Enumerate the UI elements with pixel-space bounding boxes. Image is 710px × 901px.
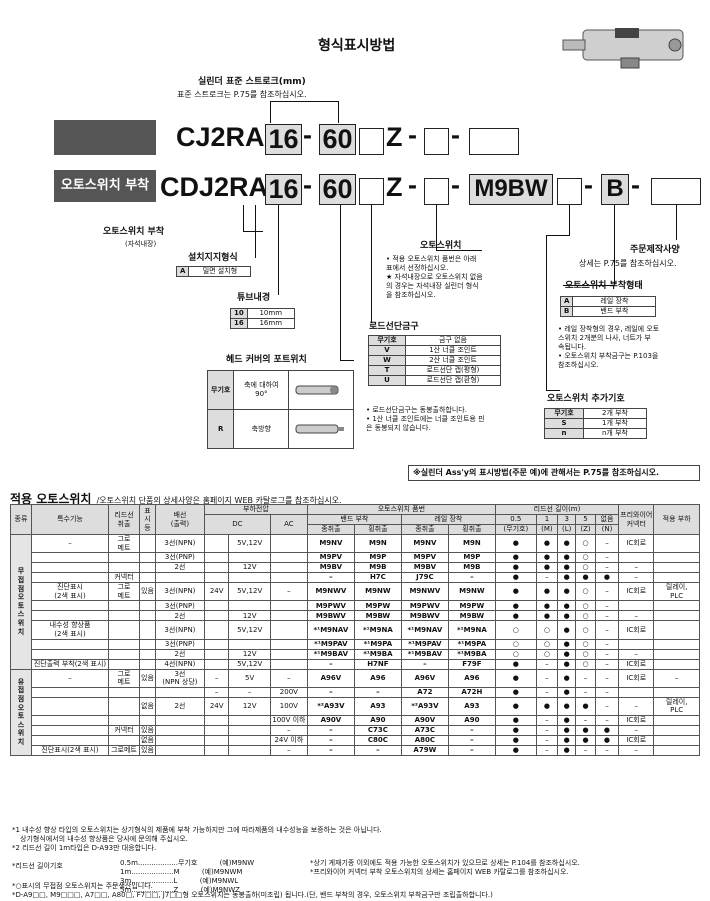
install-title: 설치지지형식 [188,253,238,263]
code1-sep3: - [451,120,460,150]
rodend-notes: • 로드선단금구는 동봉출하합니다.• 1산 너클 조인트에는 너클 조인트용 … [366,406,485,432]
code1-sep2: - [408,120,417,150]
autoswitch-mount-sub: (자석내장) [125,240,157,248]
table-title: 적용 오토스위치 /오토스위치 단품의 상세사양은 홈페이지 WEB 카탈로그를… [10,492,342,506]
length-examples: 0.5m..................무기호 (예)M9NW 1m....… [120,859,255,894]
autoswitch-badge: 오토스위치 부착 [54,170,156,202]
addcode-title: 오토스위치 추가기호 [547,394,625,404]
code2-bore: 16 [265,174,302,205]
custom-note: 상세는 P.75를 참조하십시오. [579,259,677,268]
bore-title: 튜브내경 [237,293,271,303]
code2-sep1: - [303,170,312,200]
install-table: A 밀면 설치형 [175,266,252,277]
stroke-note: 표준 스트로크는 P.75를 참조하십시오. [177,90,307,99]
port-90-icon [295,385,339,394]
code1-sep1: - [303,120,312,150]
code2-box-a [359,178,384,205]
right-notes: *상기 게재기종 이외에도 적용 가능한 오토스위치가 있으므로 상세는 P.1… [310,859,580,876]
code2-sep3: - [451,170,460,200]
cylinder-illustration [562,28,684,69]
code1-z: Z [386,122,403,152]
code1-box-c [469,128,519,155]
code2-box-c [557,178,582,205]
code2-z: Z [386,172,403,202]
bottom-notes: *○표시의 무접점 오토스위치는 주문생산입니다.*D-A9□□, M9□□□,… [12,882,493,899]
code2-switch: M9BW [469,174,553,205]
code2-b: B [601,174,629,205]
page-title: 형식표시방법 [318,38,396,54]
switch-title: 오토스위치 [420,241,462,251]
code2-stroke: 60 [319,174,356,205]
code2-sep2: - [408,170,417,200]
autoswitch-table: 종류 특수기능 리드선 취출 표 시 등 배선 (출력) 부하전압 오토스위치 … [10,504,700,756]
table-row: 내수성 향상품 (2색 표시)3선(NPN)5V,12V*¹M9NAV*¹M9N… [11,620,700,640]
code1-blank-badge [54,120,156,155]
mountform-title: 오토스위치 부착형태 [565,281,643,291]
code2-prefix: CDJ2RA [160,172,269,202]
code1-box-a [359,128,384,155]
table-row: 3선(PNP)*¹M9PAV*¹M9PA*¹M9PAV*¹M9PA○○●○– [11,638,700,650]
stroke-label: 실린더 표준 스트로크(mm) [198,77,306,87]
code1-box-b [424,128,449,155]
port-title: 헤드 커버의 포트위치 [226,355,307,365]
length-codes: *리드선 길이기호 [12,862,63,870]
assy-note: ※실린더 Ass'y의 표시방법(주문 예)에 관해서는 P.75를 참조하십시… [408,465,700,481]
footnotes: *1 내수성 향상 타입의 오토스위치는 상기형식의 제품에 부착 가능하지만 … [12,826,382,852]
code2-box-d [651,178,701,205]
table-row: 진단출력 부착(2색 표시)4선(NPN)5V,12V–H7NF–F79F●–●… [11,658,700,670]
code1-stroke: 60 [319,124,356,155]
code2-sep5: - [631,170,640,200]
code2-box-b [424,178,449,205]
port-axial-icon [295,424,345,433]
code2-sep4: - [584,170,593,200]
rodend-title: 로드선단금구 [369,322,419,332]
code1-bore: 16 [265,124,302,155]
code1-prefix: CJ2RA [176,122,265,152]
autoswitch-mount-title: 오토스위치 부착 [103,227,165,237]
custom-title: 주문제작사양 [630,245,680,255]
